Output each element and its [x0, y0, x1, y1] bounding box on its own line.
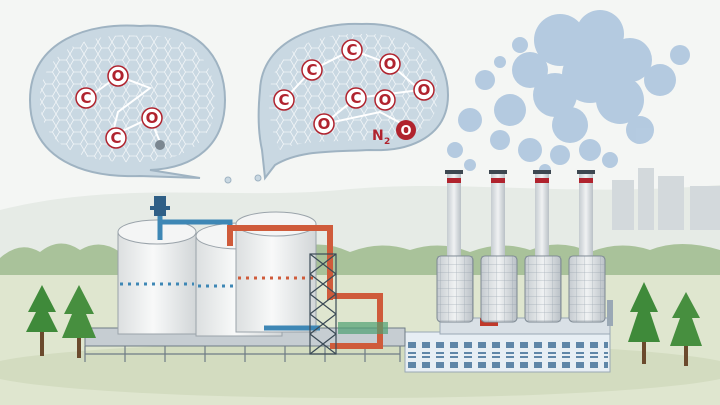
svg-text:O: O [384, 55, 397, 73]
bubble-trail-dot [254, 174, 262, 182]
molecule-o-4: O [379, 53, 401, 75]
plant-cylinder-1 [436, 255, 474, 323]
plant-cylinder-4 [568, 255, 606, 323]
storage-facility [84, 196, 406, 362]
svg-text:C: C [80, 89, 91, 107]
molecule-c-3: C [273, 89, 295, 111]
chimney-4 [577, 170, 595, 262]
chimney-1 [445, 170, 463, 262]
molecule-c-2: C [105, 127, 127, 149]
particle-icon [155, 140, 165, 150]
svg-text:O: O [112, 67, 125, 85]
chimney-2 [489, 170, 507, 262]
svg-text:O: O [418, 81, 431, 99]
plant-cylinder-3 [524, 255, 562, 323]
bubble-trail-dot [224, 176, 232, 184]
molecule-c-5: C [341, 39, 363, 61]
molecule-c-1: C [75, 87, 97, 109]
molecule-o-2: O [141, 107, 163, 129]
tree-right-2 [670, 292, 702, 366]
storage-tank-1 [117, 219, 197, 335]
svg-text:N: N [372, 128, 384, 144]
molecule-o-5: O [374, 89, 396, 111]
molecule-o-3: O [313, 113, 335, 135]
svg-text:O: O [146, 109, 159, 127]
svg-text:C: C [350, 89, 361, 107]
lattice-tower [309, 253, 337, 355]
molecule-c-4: C [301, 59, 323, 81]
ground-shadow [0, 342, 720, 398]
svg-text:O: O [379, 91, 392, 109]
svg-text:O: O [400, 124, 411, 139]
svg-text:2: 2 [384, 137, 390, 147]
smoke-plume [447, 10, 690, 176]
molecule-bubble-right: C C O C O C O O N 2 O [257, 22, 450, 181]
svg-text:C: C [278, 91, 289, 109]
distant-city-silhouette [612, 168, 720, 230]
molecule-o-6: O [413, 79, 435, 101]
valve-tower [150, 196, 170, 216]
red-pipe [227, 225, 383, 349]
chimney-3 [533, 170, 551, 262]
svg-text:C: C [110, 129, 121, 147]
molecule-o-1: O [107, 65, 129, 87]
molecule-bubble-left: C O C O [28, 24, 227, 179]
tree-left-2 [62, 285, 96, 358]
svg-text:C: C [306, 61, 317, 79]
svg-text:O: O [318, 115, 331, 133]
nitrogen-label: N 2 O [372, 120, 416, 147]
power-plant [404, 170, 613, 373]
tree-right-1 [628, 282, 660, 364]
svg-text:C: C [346, 41, 357, 59]
molecule-c-6: C [345, 87, 367, 109]
plant-cylinder-2 [480, 255, 518, 323]
tree-left-1 [26, 285, 58, 356]
